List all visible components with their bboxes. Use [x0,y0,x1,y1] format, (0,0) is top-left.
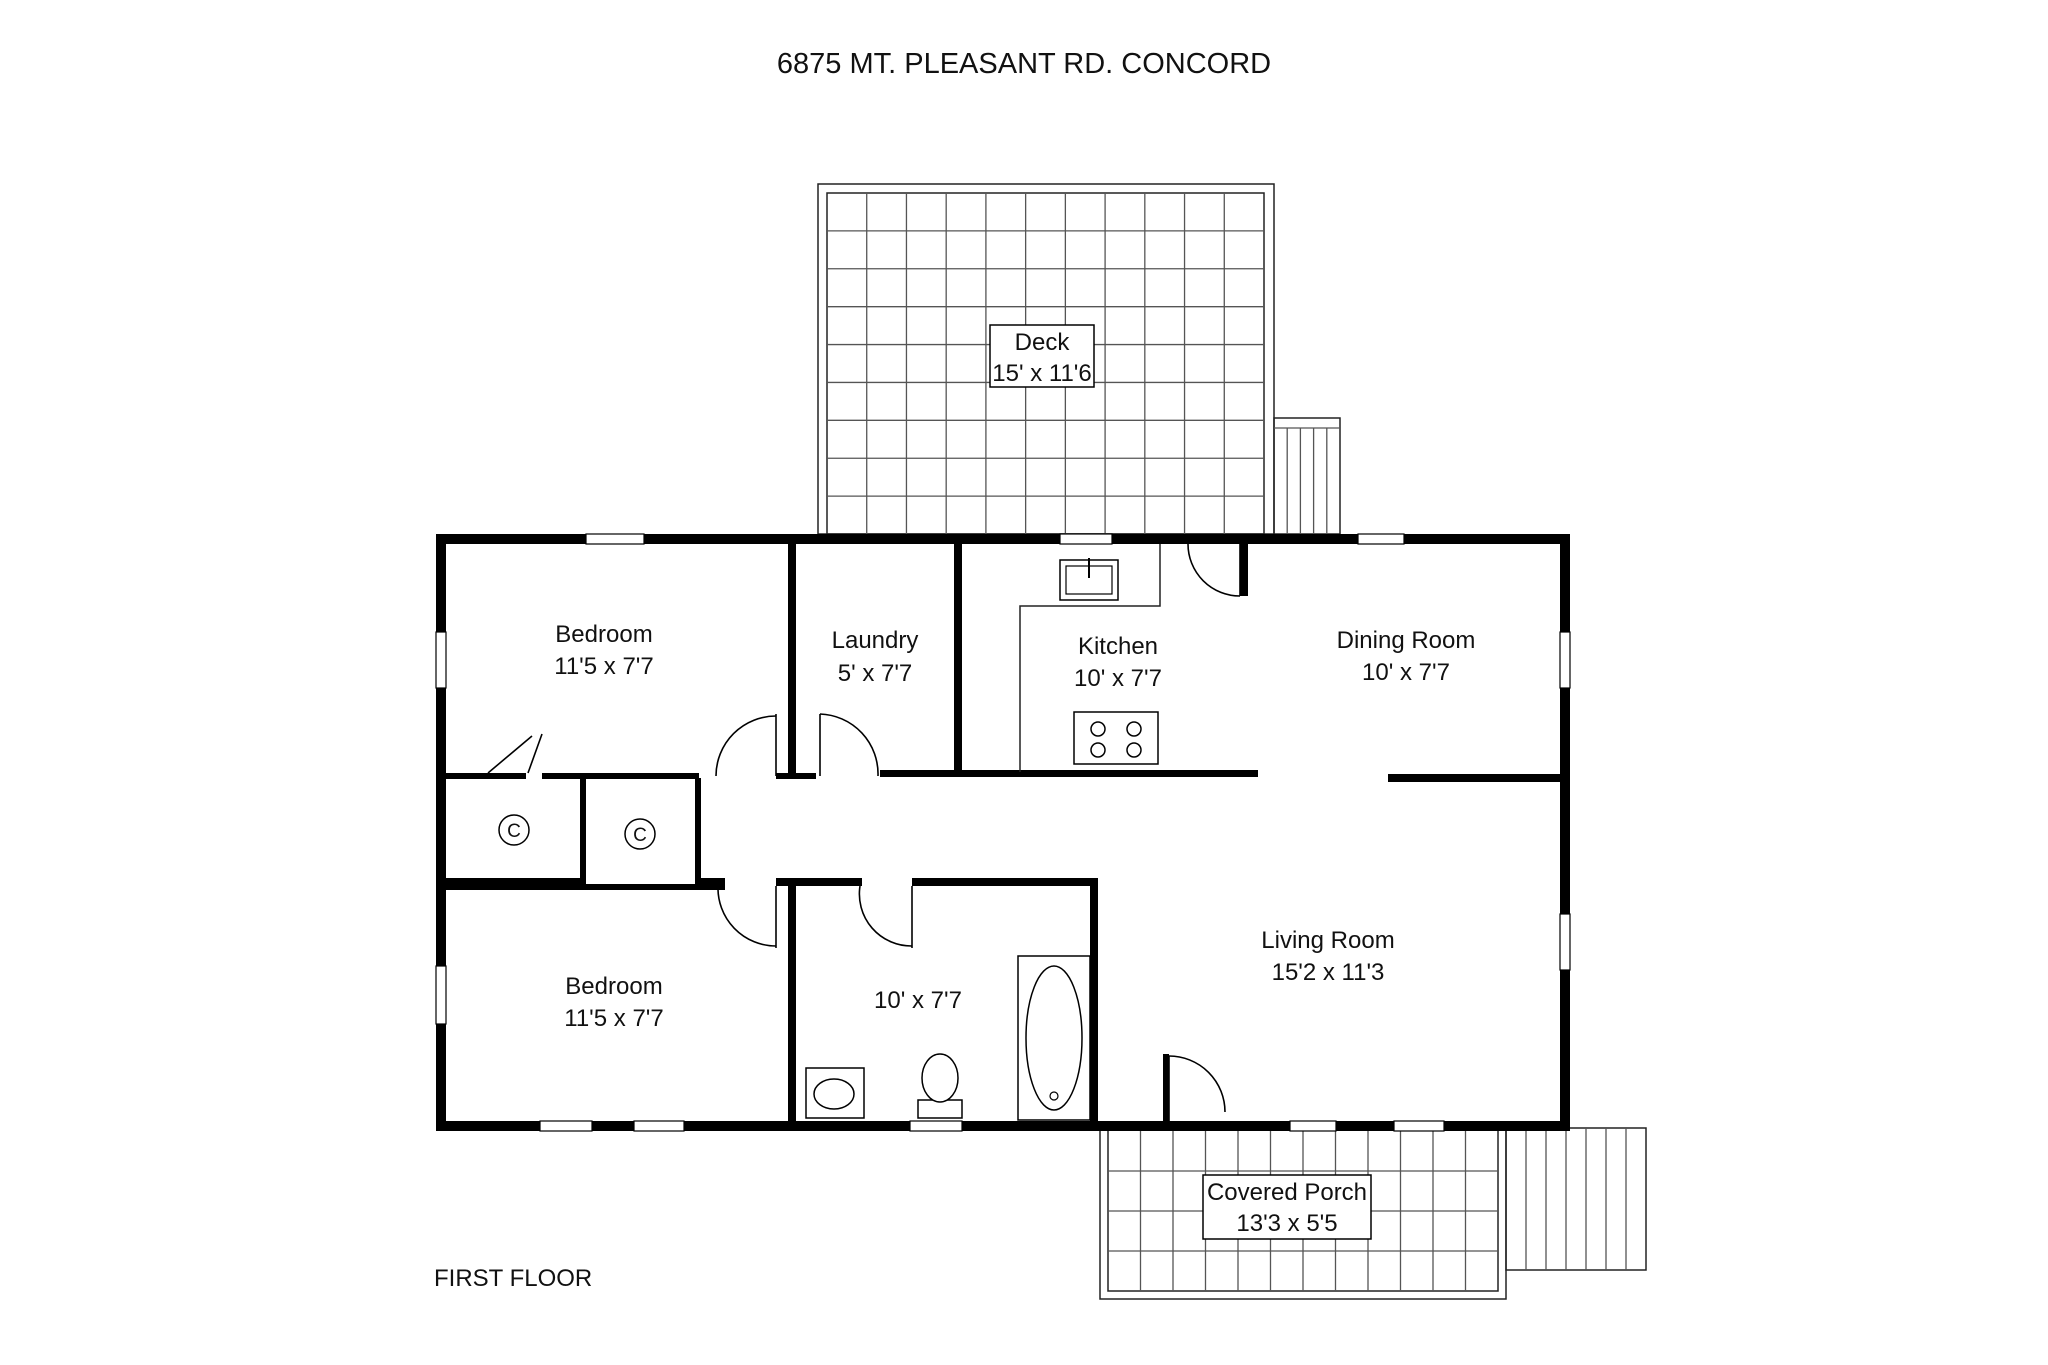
doors [487,543,1241,1122]
toilet-icon [917,1053,963,1119]
laundry-dims: 5' x 7'7 [838,660,913,687]
deck: Deck 15' x 11'6 [817,183,1341,535]
deck-dims: 15' x 11'6 [992,360,1091,387]
stove-icon [1073,711,1159,765]
bathtub-icon [1017,955,1091,1121]
porch-label-box [1202,1174,1372,1240]
porch-stairs [1525,1128,1627,1270]
deck-name: Deck [1015,329,1071,356]
room-labels: Bedroom 11'5 x 7'7 Laundry 5' x 7'7 Kitc… [554,621,1475,1032]
fixtures: C C [498,544,1161,1121]
deck-planks [827,193,1264,534]
porch-name: Covered Porch [1207,1179,1367,1206]
floor-label: FIRST FLOOR [434,1265,592,1292]
bedroom-top-dims: 11'5 x 7'7 [554,653,653,680]
bedroom-bottom-name: Bedroom [565,973,662,1000]
living-name: Living Room [1261,927,1394,954]
bath-sink-icon [805,1067,865,1119]
deck-label-box [989,324,1095,388]
living-dims: 15'2 x 11'3 [1272,959,1385,986]
laundry-name: Laundry [832,627,919,654]
closet-label: C [633,825,647,846]
kitchen-dims: 10' x 7'7 [1074,665,1162,692]
walls [436,534,1570,1131]
closet-marker [498,814,530,846]
closet-label: C [507,821,521,842]
closet-marker [624,818,656,850]
porch-dims: 13'3 x 5'5 [1236,1210,1337,1237]
plan-title: 6875 MT. PLEASANT RD. CONCORD [777,48,1271,80]
bedroom-bottom-dims: 11'5 x 7'7 [564,1005,663,1032]
windows [435,533,1571,1132]
kitchen-name: Kitchen [1078,633,1158,660]
bath-dims: 10' x 7'7 [874,987,962,1014]
dining-dims: 10' x 7'7 [1362,659,1450,686]
deck-stairs [1274,427,1340,534]
bedroom-top-name: Bedroom [555,621,652,648]
covered-porch: Covered Porch 13'3 x 5'5 [1099,1122,1647,1300]
dining-name: Dining Room [1337,627,1476,654]
